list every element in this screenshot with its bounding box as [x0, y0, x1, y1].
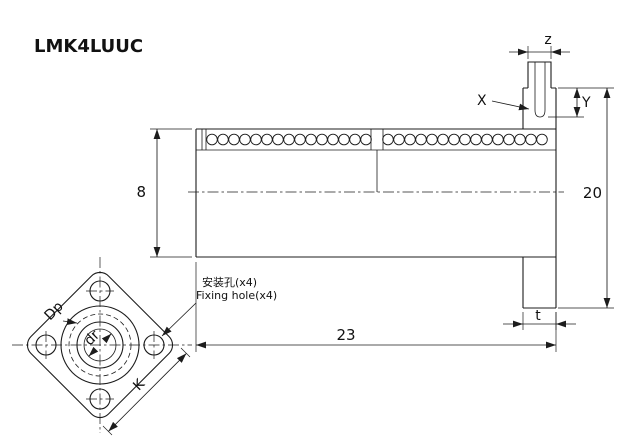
cage-gap-lines [370, 129, 384, 150]
dimension-flange-thickness: t [503, 308, 576, 330]
dimension-oil-hole-x: X [477, 93, 530, 111]
front-view: dr Dp K [12, 257, 192, 436]
fixing-hole-label-en: Fixing hole(x4) [196, 289, 277, 302]
circlip-groove [201, 129, 207, 150]
dim-8-label: 8 [136, 183, 146, 201]
dimension-body-od: 8 [136, 128, 192, 258]
dim-y-label: Y [581, 95, 591, 111]
pitch-circle-dashed [68, 313, 132, 377]
outer-bore-circle [76, 321, 124, 369]
dimension-boss-width: z [509, 32, 570, 59]
dim-t-label: t [535, 308, 541, 324]
fixing-hole-left [35, 334, 57, 356]
ball-bearings [206, 133, 548, 146]
dim-dp-label: Dp [42, 298, 67, 323]
drawing-title: LMK4LUUC [34, 36, 143, 57]
dim-k-label: K [130, 376, 148, 394]
side-view [188, 61, 564, 309]
bore-circle [83, 328, 117, 362]
hole-centerlines [45, 290, 155, 400]
pilot-circle [60, 305, 140, 385]
dimension-flange-od: 20 [558, 87, 614, 309]
dim-z-label: z [544, 32, 551, 48]
fixing-hole-callout: 安装孔(x4) Fixing hole(x4) [161, 275, 277, 337]
dim-23-label: 23 [336, 326, 355, 344]
dim-20-label: 20 [583, 184, 602, 202]
dimension-oil-hole-y: Y [548, 88, 591, 118]
dim-x-label: X [477, 93, 487, 109]
grease-boss [527, 61, 552, 88]
fixing-hole-label-cn: 安装孔(x4) [202, 275, 257, 289]
fixing-hole-top [89, 280, 111, 302]
grease-hole [534, 62, 546, 118]
